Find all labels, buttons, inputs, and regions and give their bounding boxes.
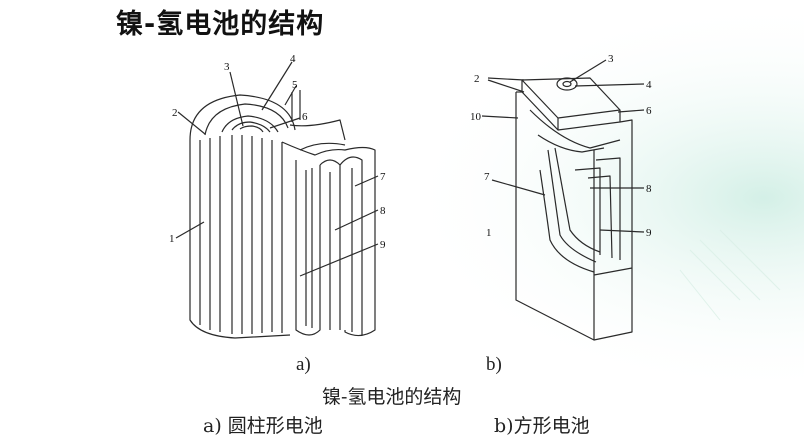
prismatic-labels: 2 3 4 10 6 7 8 1 9: [470, 53, 652, 239]
left-label-5: 5: [292, 79, 298, 91]
left-label-3: 3: [224, 61, 230, 73]
left-label-1: 1: [169, 233, 175, 245]
figure-caption: 镍-氢电池的结构: [322, 386, 462, 408]
left-label-4: 4: [290, 53, 296, 65]
sublabel-b: b): [486, 354, 502, 375]
right-label-10: 10: [470, 111, 482, 123]
left-label-9: 9: [380, 239, 386, 251]
right-label-3: 3: [608, 53, 614, 65]
left-label-8: 8: [380, 205, 386, 217]
page-title: 镍-氢电池的结构: [116, 9, 325, 40]
cylindrical-labels: 1 2 3 4 5 6 7 8 9: [169, 53, 386, 251]
left-label-2: 2: [172, 107, 178, 119]
caption-cylindrical: a) 圆柱形电池: [203, 415, 323, 437]
right-label-6: 6: [646, 105, 652, 117]
caption-prismatic: b)方形电池: [494, 415, 590, 437]
right-label-2: 2: [474, 73, 480, 85]
right-label-7: 7: [484, 171, 490, 183]
cylindrical-battery-drawing: [175, 61, 379, 339]
right-label-4: 4: [646, 79, 652, 91]
sublabel-a: a): [296, 354, 311, 375]
right-label-8: 8: [646, 183, 652, 195]
prismatic-battery-drawing: [481, 59, 645, 341]
left-label-6: 6: [302, 111, 308, 123]
left-label-7: 7: [380, 171, 386, 183]
right-label-9: 9: [646, 227, 652, 239]
right-label-1: 1: [486, 227, 492, 239]
